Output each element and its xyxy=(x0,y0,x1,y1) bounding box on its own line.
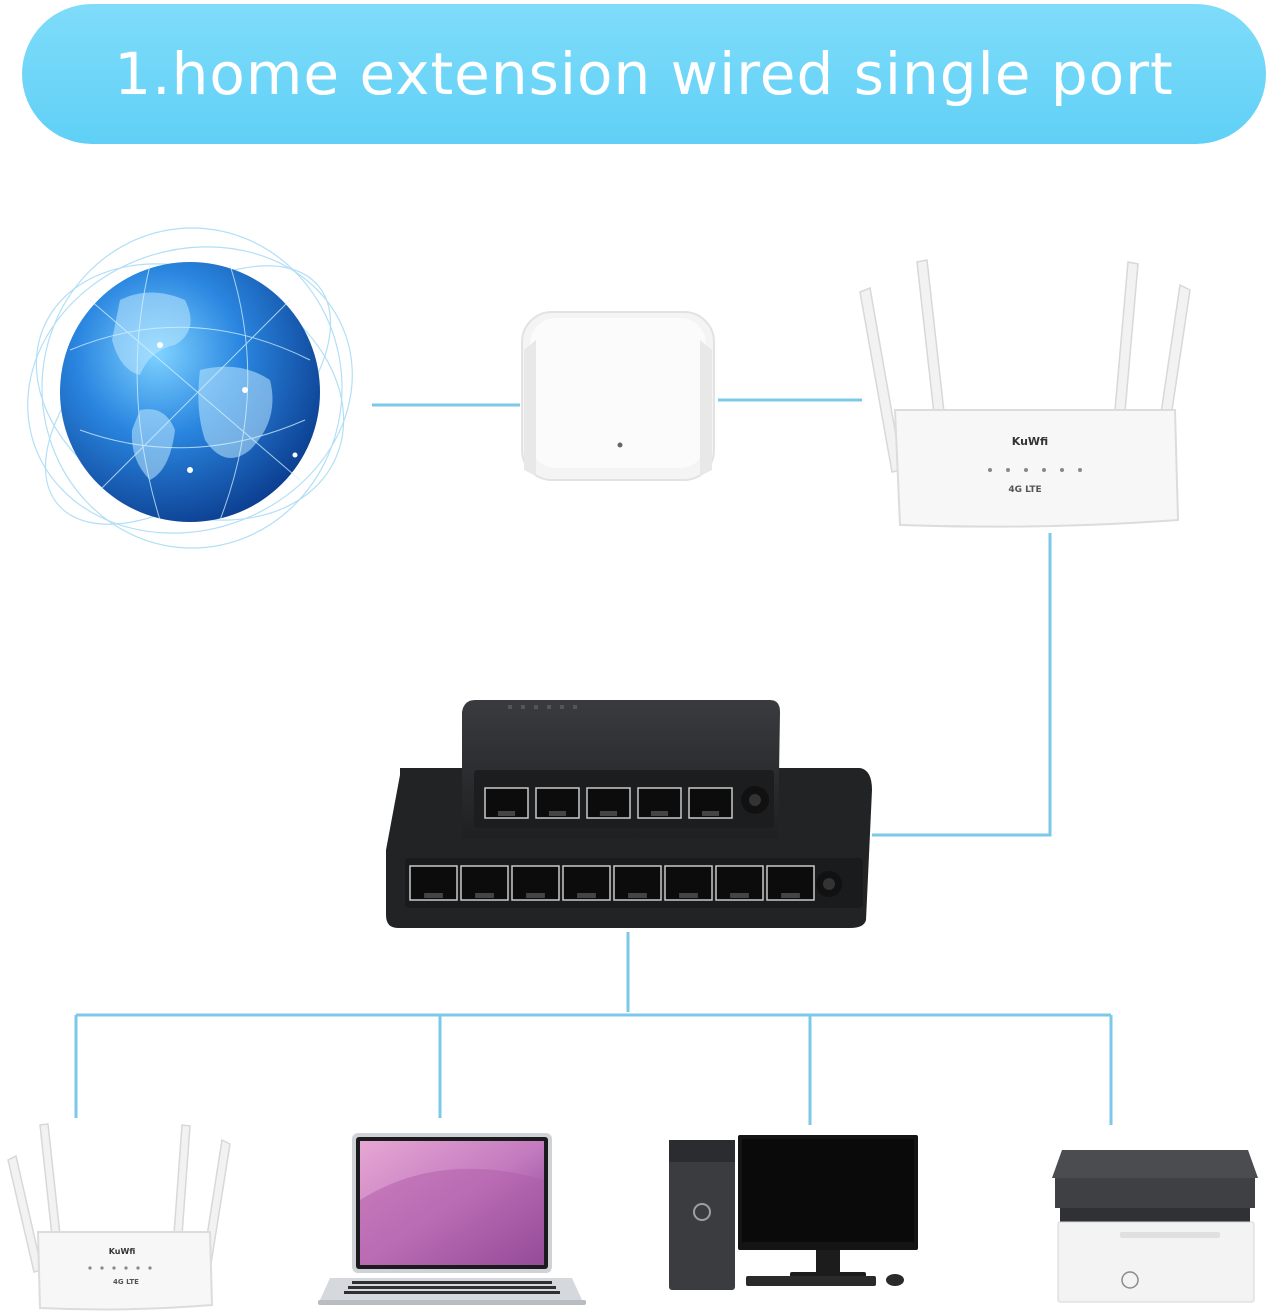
laptop-icon xyxy=(318,1133,586,1305)
wireless-extender-icon xyxy=(521,311,715,481)
ethernet-port xyxy=(562,865,611,901)
router-bottom-brand: KuWfi xyxy=(109,1247,136,1256)
title-banner: 1.home extension wired single port xyxy=(22,4,1266,144)
router-bottom-lte-label: 4G LTE xyxy=(113,1278,139,1286)
switch-8-ports xyxy=(409,865,815,901)
router-bottom-icon: KuWfi 4G LTE xyxy=(7,1123,231,1311)
line-router-switch xyxy=(872,533,1052,837)
banner-title: 1.home extension wired single port xyxy=(114,40,1174,108)
internet-globe-icon xyxy=(27,227,353,549)
router-lte-label: 4G LTE xyxy=(1008,485,1041,495)
connector-lines xyxy=(74,398,1113,1125)
switch-5-ports xyxy=(484,787,733,819)
router-icon: KuWfi 4G LTE xyxy=(859,259,1191,528)
desktop-pc-icon xyxy=(669,1135,918,1290)
network-switch-icon xyxy=(386,700,872,928)
router-brand: KuWfi xyxy=(1012,435,1048,448)
ethernet-port xyxy=(613,865,662,901)
printer-icon xyxy=(1052,1150,1258,1303)
